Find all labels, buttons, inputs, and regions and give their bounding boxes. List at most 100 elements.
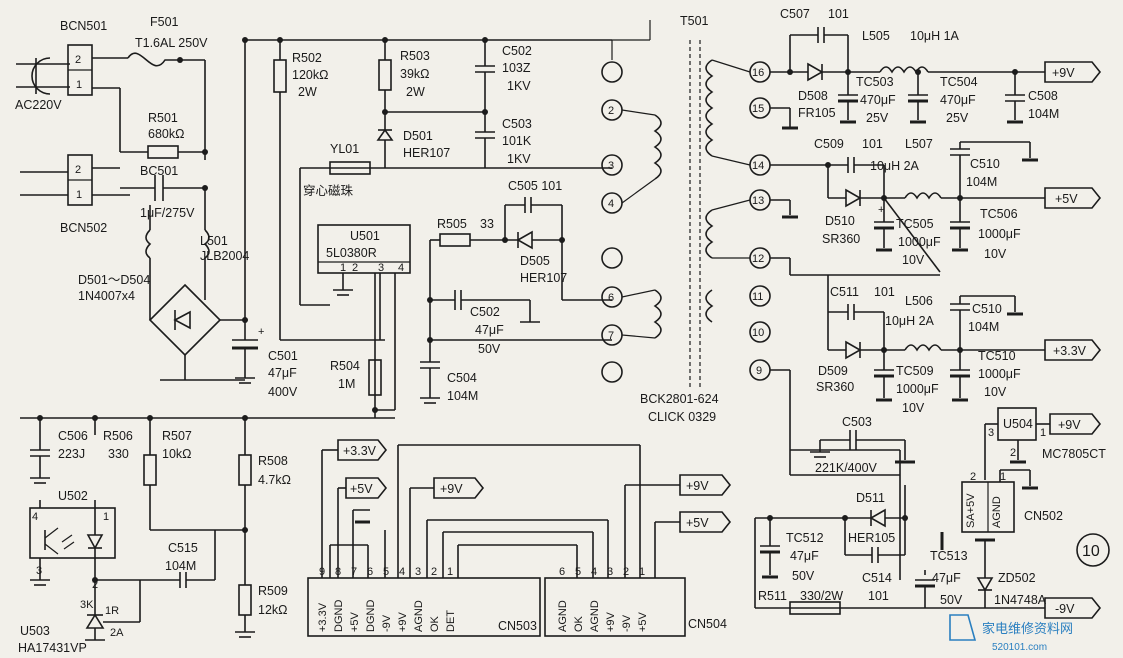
- tc512-label: TC512: [786, 531, 824, 545]
- c508-value: 104M: [1028, 107, 1059, 121]
- svg-text:14: 14: [752, 160, 764, 172]
- r501-label: R501: [148, 111, 178, 125]
- page-number-circle: [1076, 533, 1110, 567]
- cn503-pin-number: 6: [367, 566, 373, 578]
- svg-text:1: 1: [1040, 427, 1046, 439]
- tc513-label: TC513: [930, 549, 968, 563]
- tc505-label: TC505: [896, 217, 934, 231]
- l501-value: JLB2004: [200, 249, 249, 263]
- c510b-value: 104M: [968, 320, 999, 334]
- r505-resistor: [439, 233, 471, 247]
- r503-value1: 39kΩ: [400, 67, 430, 81]
- r502-value1: 120kΩ: [292, 68, 328, 82]
- svg-text:4: 4: [398, 262, 404, 274]
- d511-label: D511: [856, 491, 885, 505]
- tc504-value1: 470μF: [940, 93, 976, 107]
- out-5v-text: +5V: [1055, 192, 1078, 206]
- c505-label: C505 101: [508, 179, 562, 193]
- d508-value: FR105: [798, 106, 836, 120]
- svg-text:13: 13: [752, 195, 764, 207]
- l506-value: 10μH 2A: [885, 314, 935, 328]
- t501-label: T501: [680, 14, 709, 28]
- c515-value: 104M: [165, 559, 196, 573]
- c501-label: C501: [268, 349, 298, 363]
- c510-label: C510: [970, 157, 1000, 171]
- r509-label: R509: [258, 584, 288, 598]
- l506-label: L506: [905, 294, 933, 308]
- d511-diode: [869, 508, 886, 528]
- c515-label: C515: [168, 541, 198, 555]
- l501-coil: [145, 229, 152, 259]
- tc504-value2: 25V: [946, 111, 969, 125]
- r507-value: 10kΩ: [162, 447, 192, 461]
- svg-text:11: 11: [752, 291, 763, 303]
- svg-text:2: 2: [970, 471, 976, 483]
- aux-winding: [653, 289, 662, 339]
- u503-value: HA17431VP: [18, 641, 87, 655]
- tc509-value2: 10V: [902, 401, 925, 415]
- tc504-label: TC504: [940, 75, 978, 89]
- cn504-pin-number: 2: [623, 566, 629, 578]
- svg-text:2: 2: [608, 105, 614, 117]
- svg-text:6: 6: [608, 292, 614, 304]
- c502b-value1: 47μF: [475, 323, 504, 337]
- bridge-label: D501～D504: [78, 273, 150, 287]
- svg-text:+: +: [878, 204, 884, 216]
- yl01-bead: [329, 161, 371, 175]
- svg-text:2: 2: [75, 164, 81, 176]
- r501-resistor: [147, 145, 179, 159]
- d510-label: D510: [825, 214, 855, 228]
- svg-text:4: 4: [608, 198, 614, 210]
- watermark-url: 520101.com: [992, 642, 1047, 653]
- d510-value: SR360: [822, 232, 860, 246]
- r508-value: 4.7kΩ: [258, 473, 291, 487]
- t501-secondary-pins: 16 15 14 13 12 11 10 9: [749, 61, 771, 381]
- r503-label: R503: [400, 49, 430, 63]
- out-minus9v-tag: [1044, 597, 1102, 619]
- yl01-value: 穿心磁珠: [303, 183, 354, 198]
- out-3v3-tag: [1044, 339, 1102, 361]
- u503-pin3: 3K: [80, 599, 94, 611]
- cn503-pin-label: AGND: [413, 600, 425, 632]
- r511-resistor: [789, 601, 841, 615]
- r505-label: R505: [437, 217, 467, 231]
- cn502-label: CN502: [1024, 509, 1063, 523]
- out-minus9v-text: -9V: [1055, 602, 1075, 616]
- svg-text:4: 4: [32, 511, 38, 523]
- d508-diode: [807, 62, 824, 82]
- tc509-value1: 1000μF: [896, 382, 939, 396]
- watermark-text: 家电维修资料网: [982, 621, 1073, 636]
- c504-label: C504: [447, 371, 477, 385]
- cn504-pin-label: AGND: [589, 600, 601, 632]
- r505-value: 33: [480, 217, 494, 231]
- u501-label: U501: [350, 229, 380, 243]
- cn503-pin-label: +9V: [397, 611, 409, 632]
- c502-value1: 103Z: [502, 61, 531, 75]
- tc510-value2: 10V: [984, 385, 1007, 399]
- r509-resistor: [238, 584, 252, 616]
- cn502-pin2: AGND: [991, 496, 1003, 528]
- c507-label: C507: [780, 7, 810, 21]
- r509-value: 12kΩ: [258, 603, 288, 617]
- c510-value: 104M: [966, 175, 997, 189]
- r508-label: R508: [258, 454, 288, 468]
- u501-value: 5L0380R: [326, 246, 377, 260]
- svg-text:1: 1: [340, 262, 346, 274]
- r504-value: 1M: [338, 377, 355, 391]
- u504-value: MC7805CT: [1042, 447, 1106, 461]
- d508-label: D508: [798, 89, 828, 103]
- d509-label: D509: [818, 364, 848, 378]
- c506-label: C506: [58, 429, 88, 443]
- r502-resistor: [273, 59, 287, 93]
- bcn501-label: BCN501: [60, 19, 107, 33]
- cn503-pin-label: +3.3V: [317, 602, 329, 632]
- zd502-diode: [976, 577, 994, 592]
- u503-pin2: 2A: [110, 627, 124, 639]
- tc503-value1: 470μF: [860, 93, 896, 107]
- t501-click: CLICK 0329: [648, 410, 716, 424]
- svg-text:2: 2: [1010, 447, 1016, 459]
- cn503-5v-tag: [345, 477, 388, 499]
